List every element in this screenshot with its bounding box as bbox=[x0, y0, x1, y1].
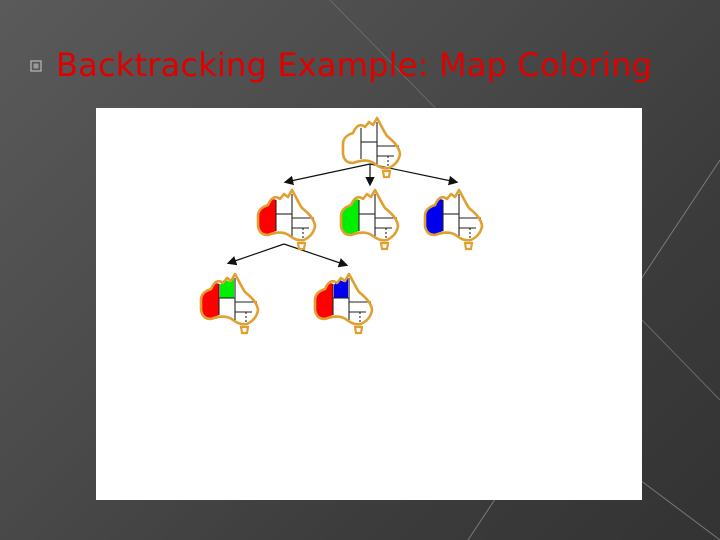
search-tree-diagram bbox=[199, 116, 484, 335]
edge-red-redblue bbox=[283, 243, 349, 268]
node-wa-blue bbox=[423, 188, 484, 251]
node-wa-red bbox=[256, 188, 317, 251]
diagram-panel bbox=[96, 108, 642, 500]
node-wa-red-nt-blue bbox=[313, 272, 374, 335]
node-wa-red-nt-green bbox=[199, 272, 260, 335]
node-wa-green bbox=[339, 188, 400, 251]
edge-root-red bbox=[283, 163, 371, 186]
slide-title: Backtracking Example: Map Coloring bbox=[56, 46, 653, 84]
edge-red-redgreen bbox=[226, 243, 285, 266]
bullet-icon bbox=[30, 60, 42, 72]
